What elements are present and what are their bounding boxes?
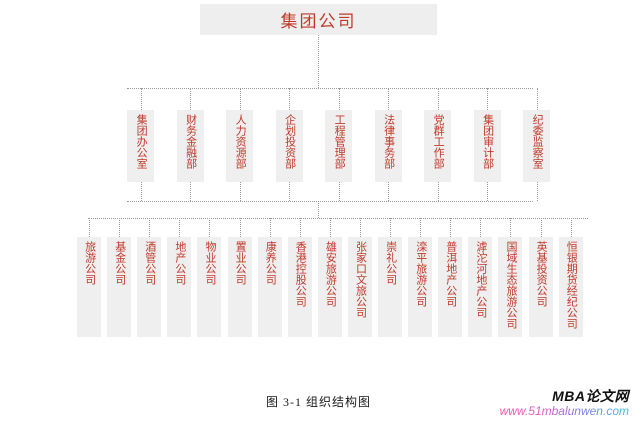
org-node-subsidiary-label: 地产公司 (173, 241, 186, 285)
connector-department-stem (388, 88, 389, 110)
connector-subsidiary-stem (510, 218, 512, 237)
connector-subsidiary-stem (540, 218, 542, 237)
org-node-subsidiary-label: 崇礼公司 (384, 241, 397, 285)
connector-subsidiary-stem (239, 218, 241, 237)
connector-root-stem (318, 35, 319, 88)
connector-subsidiary-stem (149, 218, 151, 237)
connector-subsidiary-stem (390, 218, 391, 237)
org-node-subsidiary-label: 英基投资公司 (535, 241, 548, 307)
org-node-subsidiary: 地产公司 (167, 237, 192, 337)
org-node-department-label: 纪委监察室 (531, 114, 544, 169)
org-node-department-label: 财务金融部 (184, 114, 197, 169)
org-node-subsidiary-label: 普洱地产公司 (444, 241, 457, 307)
connector-subsidiary-stem (480, 218, 482, 237)
connector-department-bus (127, 88, 533, 89)
org-node-subsidiary-label: 置业公司 (234, 241, 247, 285)
connector-department-stem (190, 88, 191, 110)
connector-department-stem (536, 88, 538, 110)
connector-department-tail (487, 182, 488, 201)
org-node-subsidiary: 基金公司 (107, 237, 132, 337)
org-node-subsidiary-label: 旅游公司 (83, 241, 96, 285)
org-node-subsidiary-label: 滹沱河地产公司 (474, 241, 487, 318)
org-node-subsidiary: 张家口文旅公司 (347, 237, 372, 337)
connector-department-stem (140, 88, 142, 110)
org-node-subsidiary: 滹沱河地产公司 (468, 237, 493, 337)
org-node-department: 法律事务部 (374, 110, 402, 182)
connector-department-tail (536, 182, 538, 201)
org-node-subsidiary: 雄安旅游公司 (317, 237, 342, 337)
org-node-subsidiary: 英基投资公司 (528, 237, 553, 337)
org-node-department: 财务金融部 (176, 110, 204, 182)
org-node-department-label: 法律事务部 (382, 114, 395, 169)
org-node-department: 纪委监察室 (523, 110, 550, 182)
connector-subsidiary-stem (119, 218, 121, 237)
org-node-subsidiary-label: 张家口文旅公司 (354, 241, 367, 318)
figure-caption: 图 3-1 组织结构图 (266, 395, 371, 409)
connector-mid-bus (127, 201, 533, 202)
org-node-subsidiary-label: 国域生态旅游公司 (505, 241, 517, 329)
org-node-department: 党群工作部 (424, 110, 451, 182)
org-node-subsidiary: 旅游公司 (77, 237, 101, 337)
connector-department-tail (289, 182, 290, 201)
watermark-url: www.51mbalunwen.com (499, 404, 629, 418)
org-node-subsidiary: 恒银期货经纪公司 (558, 237, 583, 337)
org-node-department-label: 工程管理部 (333, 114, 346, 169)
org-node-root: 集团公司 (200, 4, 437, 35)
org-node-department-label: 人力资源部 (234, 114, 247, 169)
org-node-department: 工程管理部 (325, 110, 352, 182)
connector-subsidiary-stem (570, 218, 572, 237)
connector-subsidiary-stem (299, 218, 301, 237)
org-node-subsidiary: 物业公司 (197, 237, 222, 337)
connector-subsidiary-bus (88, 218, 588, 219)
org-node-subsidiary: 康养公司 (257, 237, 282, 337)
org-node-subsidiary-label: 雄安旅游公司 (324, 241, 337, 307)
org-node-subsidiary-label: 物业公司 (204, 241, 216, 285)
org-node-department: 企划投资部 (275, 110, 303, 182)
org-node-department-label: 集团审计部 (481, 114, 494, 169)
org-node-subsidiary-label: 基金公司 (113, 241, 126, 285)
connector-department-tail (437, 182, 439, 201)
org-node-subsidiary-label: 恒银期货经纪公司 (565, 241, 578, 329)
org-node-subsidiary: 酒管公司 (137, 237, 162, 337)
connector-department-tail (190, 182, 191, 201)
connector-department-tail (388, 182, 389, 201)
connector-department-stem (437, 88, 439, 110)
org-node-subsidiary-label: 香港控股公司 (294, 241, 307, 307)
connector-department-stem (487, 88, 488, 110)
org-node-department-label: 企划投资部 (283, 114, 296, 169)
connector-mid-stem (318, 201, 319, 218)
connector-subsidiary-stem (359, 218, 361, 237)
org-node-subsidiary-label: 康养公司 (264, 241, 277, 285)
org-node-root-label: 集团公司 (280, 12, 357, 31)
connector-subsidiary-stem (450, 218, 452, 237)
org-node-subsidiary: 香港控股公司 (287, 237, 312, 337)
connector-department-tail (239, 182, 241, 201)
connector-department-tail (140, 182, 142, 201)
connector-department-tail (338, 182, 340, 201)
org-node-department: 集团审计部 (473, 110, 501, 182)
org-node-subsidiary-label: 酒管公司 (143, 241, 156, 285)
connector-subsidiary-stem (179, 218, 181, 237)
connector-subsidiary-stem (269, 218, 271, 237)
org-node-subsidiary: 置业公司 (227, 237, 252, 337)
org-node-subsidiary: 国域生态旅游公司 (498, 237, 523, 337)
org-node-department-label: 党群工作部 (432, 114, 445, 169)
org-node-subsidiary: 普洱地产公司 (438, 237, 463, 337)
watermark-title: MBA论文网 (552, 388, 629, 404)
org-node-subsidiary: 滦平旅游公司 (408, 237, 433, 337)
org-node-department-label: 集团办公室 (135, 114, 148, 169)
connector-subsidiary-stem (89, 218, 90, 237)
org-node-department: 人力资源部 (226, 110, 253, 182)
connector-subsidiary-stem (329, 218, 331, 237)
org-node-department: 集团办公室 (127, 110, 154, 182)
org-node-subsidiary-label: 滦平旅游公司 (414, 241, 427, 307)
org-node-subsidiary: 崇礼公司 (378, 237, 402, 337)
connector-department-stem (289, 88, 290, 110)
connector-subsidiary-stem (209, 218, 211, 237)
connector-department-stem (338, 88, 340, 110)
connector-department-stem (239, 88, 241, 110)
connector-subsidiary-stem (420, 218, 422, 237)
